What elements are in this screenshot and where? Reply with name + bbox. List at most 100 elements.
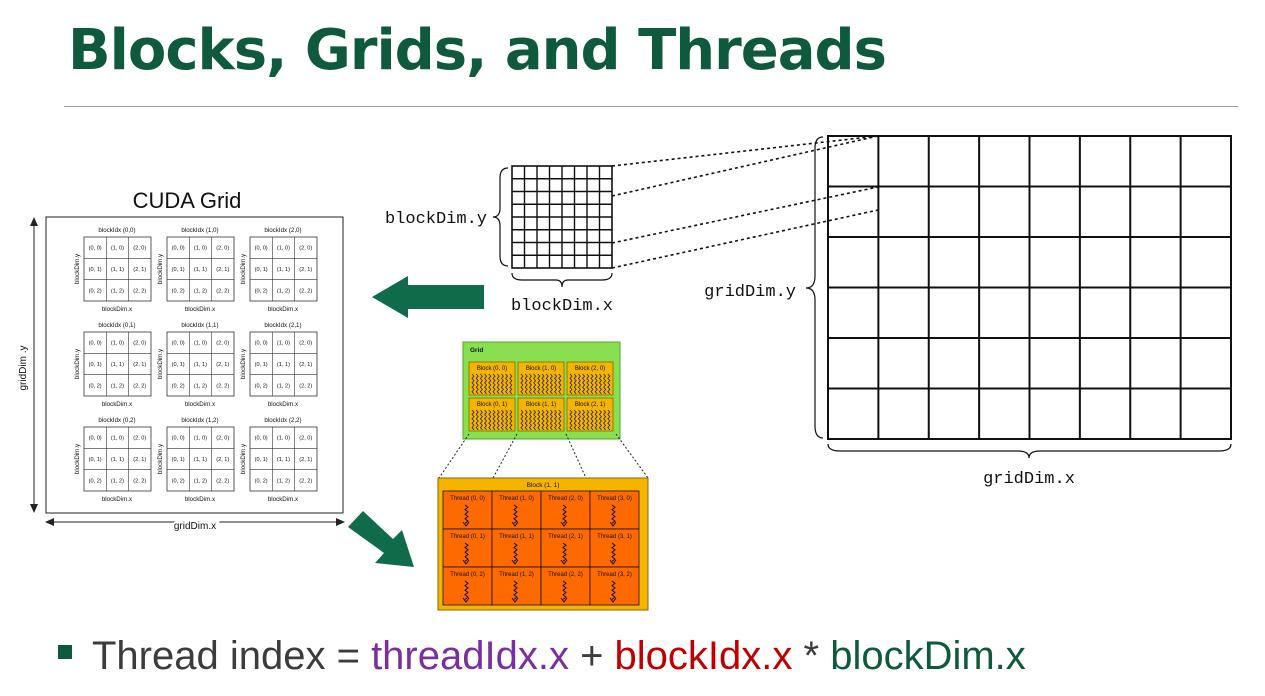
block-idx-label: blockIdx (2,1) [264,322,301,329]
thread-index-label: (1, 0) [111,436,124,442]
nv-grid-block-label: Block (0, 1) [477,402,507,408]
thread-index-label: (0, 1) [172,457,185,463]
thread-index-label: (1, 1) [111,362,124,368]
nv-thread-squiggle [549,373,553,395]
thread-index-label: (2, 1) [133,457,146,463]
nv-thread-cell [540,528,591,568]
nv-thread-squiggle [611,580,616,600]
thread-index-label: (2, 0) [133,436,146,442]
thread-index-label: (2, 0) [216,436,229,442]
nv-thread-squiggle [505,409,509,431]
thread-index-label: (0, 2) [89,288,102,294]
nv-thread-squiggle [586,409,590,431]
blockdim-y-label: blockDim.y [240,253,247,284]
nv-thread-label: Thread (3, 2) [597,572,632,578]
nv-grid-block-label: Block (2, 1) [575,402,605,408]
nv-thread-squiggle [500,409,504,431]
small-blockdim-x-label: blockDim.x [511,297,613,316]
left-arrow-icon [372,276,484,318]
nv-thread-squiggle [488,373,492,395]
thread-index-label: (2, 1) [299,362,312,368]
nv-thread-arrowhead [462,521,470,527]
thread-index-label: (0, 2) [255,288,268,294]
nv-thread-squiggle [607,373,611,395]
formula-plus: + [568,634,615,678]
thread-block [83,236,152,302]
nv-thread-squiggle [513,504,518,524]
thread-index-label: (2, 0) [299,246,312,252]
thread-index-label: (0, 1) [89,267,102,273]
thread-index-label: (1, 0) [194,436,207,442]
nv-thread-squiggle [582,373,586,395]
thread-index-label: (0, 2) [172,383,185,389]
nv-thread-squiggle [586,373,590,395]
thread-index-label: (0, 2) [255,383,268,389]
griddim-x-arrowhead-right [336,518,345,526]
nv-thread-cell [491,566,542,606]
nv-thread-arrowhead [560,521,568,527]
thread-index-label: (1, 1) [194,457,207,463]
nv-thread-squiggle [603,409,607,431]
thread-index-label: (1, 2) [277,288,290,294]
thread-index-label: (2, 2) [299,478,312,484]
nv-thread-squiggle [545,409,549,431]
nv-thread-squiggle [479,373,483,395]
blockdim-x-label: blockDim.x [268,496,299,503]
thread-index-label: (0, 1) [255,362,268,368]
thread-index-label: (0, 2) [172,478,185,484]
nv-thread-squiggle [513,542,518,562]
small-blockdim-y-label: blockDim.y [385,210,487,229]
blockdim-y-label: blockDim.y [74,253,81,284]
nv-thread-squiggle [537,409,541,431]
blockdim-x-label: blockDim.x [102,306,133,313]
nv-thread-label: Thread (0, 0) [450,496,485,502]
blockdim-x-label: blockDim.x [185,496,216,503]
nv-block-label: Block (1, 1) [527,482,560,489]
thread-index-label: (0, 2) [89,478,102,484]
thread-index-label: (1, 2) [277,478,290,484]
nv-thread-arrowhead [462,559,470,565]
nv-thread-squiggle [590,373,594,395]
nv-thread-squiggle [520,373,524,395]
nv-thread-squiggle [611,504,616,524]
cuda-grid-title: CUDA Grid [133,188,242,213]
thread-index-label: (1, 2) [277,383,290,389]
thread-index-label: (1, 2) [194,383,207,389]
down-right-arrow-icon [348,511,414,567]
thread-index-label: (2, 0) [299,341,312,347]
thread-index-label: (0, 1) [89,457,102,463]
nv-thread-squiggle [496,409,500,431]
blockdim-x-label: blockDim.x [268,401,299,408]
blockdim-x-label: blockDim.x [102,496,133,503]
thread-index-label: (0, 1) [255,457,268,463]
thread-index-label: (2, 0) [216,246,229,252]
nv-thread-squiggle [569,409,573,431]
nv-thread-cell [589,528,640,568]
blockdim-y-label: blockDim.y [157,443,164,474]
thread-index-label: (2, 2) [133,288,146,294]
nv-thread-cell [540,566,591,606]
thread-index-label: (0, 0) [172,341,185,347]
nv-thread-squiggle [611,542,616,562]
block-idx-label: blockIdx (1,2) [181,417,218,424]
block-idx-label: blockIdx (1,0) [181,227,218,234]
nv-thread-label: Thread (1, 0) [499,496,534,502]
thread-index-label: (1, 2) [111,383,124,389]
thread-block [83,331,152,397]
zoom-dotted-line [565,433,587,479]
thread-index-label: (0, 1) [89,362,102,368]
nv-thread-squiggle [513,580,518,600]
formula-lhs: Thread index = [92,634,372,678]
thread-index-label: (2, 2) [133,478,146,484]
thread-index-label: (1, 1) [277,457,290,463]
nv-thread-squiggle [475,373,479,395]
thread-index-label: (1, 1) [111,457,124,463]
thread-index-label: (0, 0) [255,436,268,442]
griddim-x-brace [827,443,1232,459]
nv-thread-label: Thread (3, 1) [597,534,632,540]
nv-thread-squiggle [598,409,602,431]
nv-grid-block-label: Block (1, 0) [526,366,556,372]
nv-grid-block-label: Block (2, 0) [575,366,605,372]
nv-thread-squiggle [528,409,532,431]
